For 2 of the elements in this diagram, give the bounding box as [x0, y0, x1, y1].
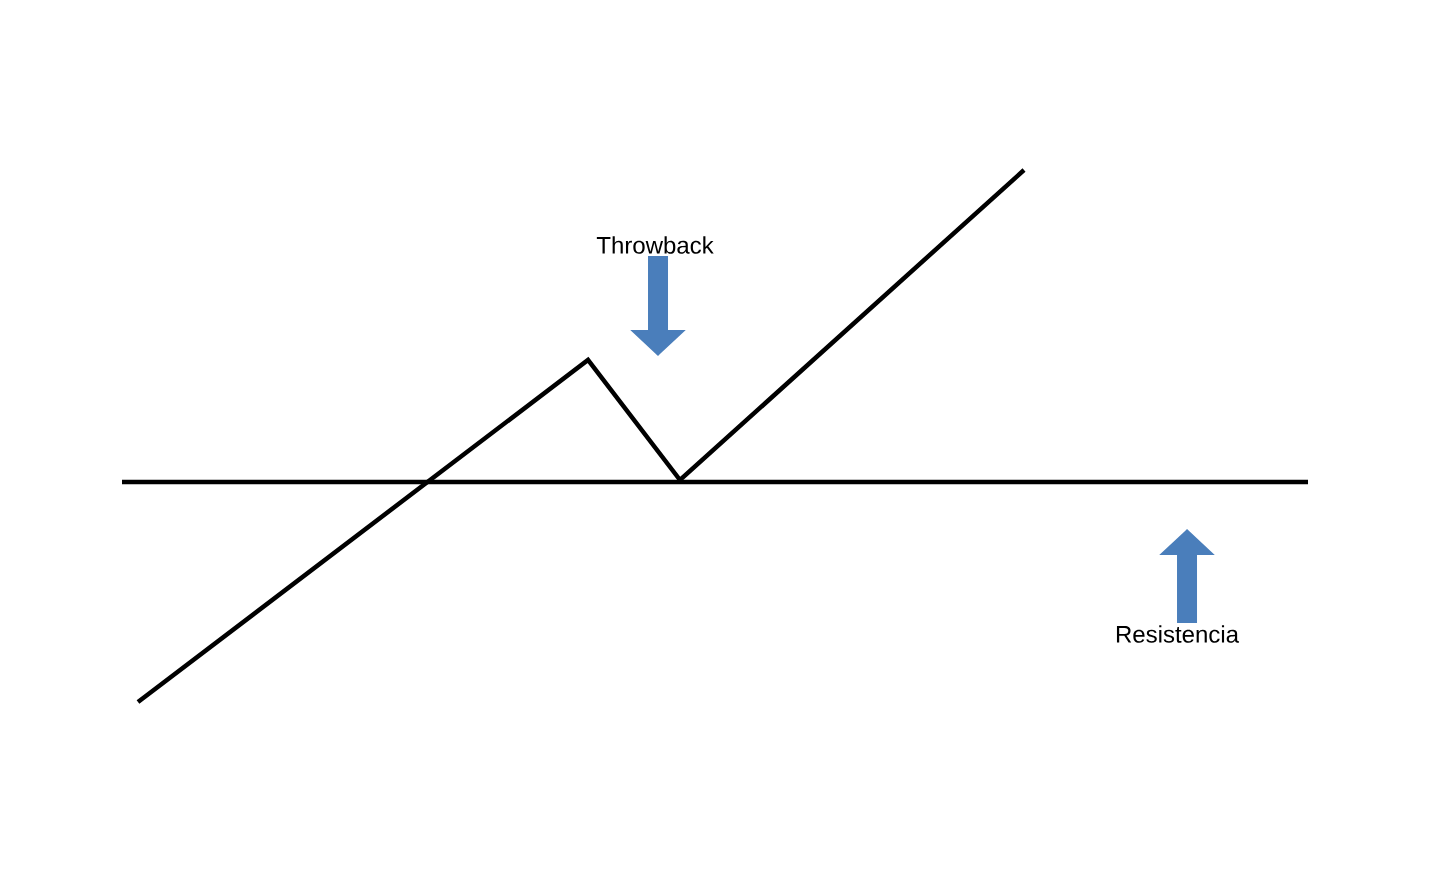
text-label: Resistencia [1116, 625, 1239, 643]
text-label: Throwback [596, 236, 714, 254]
